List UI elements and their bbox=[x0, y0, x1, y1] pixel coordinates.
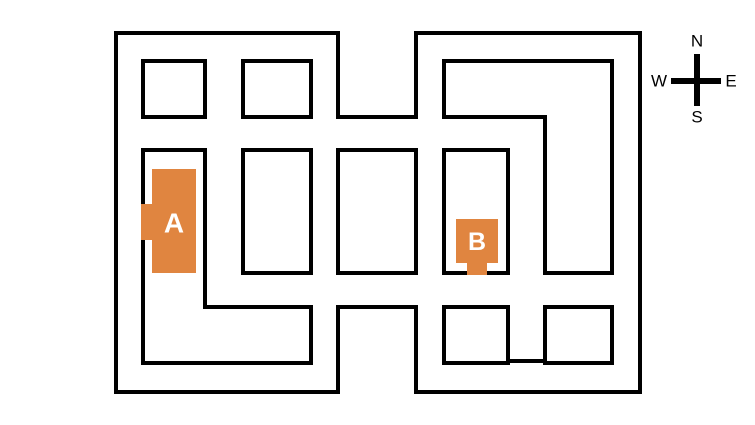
location-a-marker: A bbox=[141, 169, 196, 273]
block-l-shaped bbox=[141, 148, 313, 365]
block-bottom-right-2 bbox=[543, 305, 614, 365]
block-top-left-2 bbox=[241, 59, 313, 119]
location-a-label: A bbox=[164, 208, 184, 239]
block-bottom-right-1 bbox=[442, 305, 510, 365]
location-b-label: B bbox=[468, 228, 486, 256]
location-a-building bbox=[152, 169, 196, 273]
compass-east-label: E bbox=[725, 72, 736, 91]
block-middle-2 bbox=[336, 148, 418, 275]
block-right-l-shaped bbox=[442, 59, 614, 275]
location-b-marker: B bbox=[456, 219, 498, 275]
map-outer-boundary bbox=[114, 31, 642, 394]
compass-west-label: W bbox=[651, 72, 667, 91]
location-b-entrance bbox=[467, 261, 487, 275]
compass-south-label: S bbox=[691, 108, 702, 127]
compass-north-label: N bbox=[691, 32, 703, 51]
block-middle-1 bbox=[241, 148, 313, 275]
block-top-left-1 bbox=[141, 59, 207, 119]
compass: N S E W bbox=[651, 32, 737, 127]
location-b-building bbox=[456, 219, 498, 263]
location-a-entrance bbox=[141, 204, 155, 240]
compass-cross-icon bbox=[671, 54, 721, 106]
